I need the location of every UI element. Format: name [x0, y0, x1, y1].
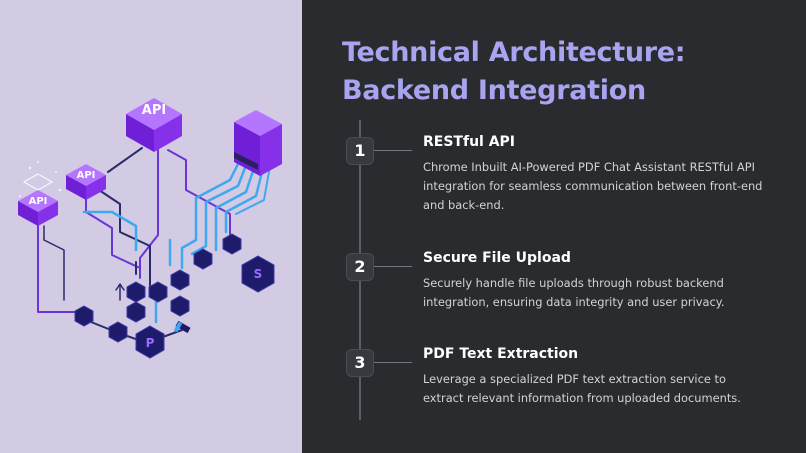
- connection-line: [167, 149, 231, 241]
- connection-line: [180, 158, 242, 270]
- step-connector: [374, 266, 412, 267]
- network-diagram: API API API: [18, 98, 282, 359]
- node-p-label: P: [146, 336, 155, 350]
- connection-line: [82, 210, 138, 252]
- step-description: Securely handle file uploads through rob…: [423, 276, 725, 309]
- slide-title: Technical Architecture: Backend Integrat…: [342, 34, 782, 110]
- step-number-badge: 1: [346, 137, 374, 165]
- connection-line: [37, 224, 79, 313]
- api-cube-medium: [66, 164, 106, 200]
- connection-line: [190, 158, 250, 256]
- step-connector: [374, 150, 412, 151]
- connection-line: [107, 147, 143, 173]
- api-label: API: [142, 103, 166, 118]
- architecture-illustration: API API API: [0, 0, 302, 453]
- connection-line: [235, 165, 271, 215]
- api-cube-small: [18, 173, 58, 226]
- step-title: Secure File Upload: [423, 250, 571, 266]
- sparkle-icon: [19, 161, 62, 197]
- step-connector: [374, 362, 412, 363]
- step-description: Leverage a specialized PDF text extracti…: [423, 372, 741, 405]
- step-title: RESTful API: [423, 134, 516, 150]
- connection-line: [85, 189, 141, 269]
- connection-line: [224, 162, 266, 234]
- title-line-2: Backend Integration: [342, 75, 646, 106]
- node-s: [241, 255, 275, 293]
- content-panel: Technical Architecture: Backend Integrat…: [302, 0, 806, 453]
- step-title: PDF Text Extraction: [423, 346, 579, 362]
- node-p: [135, 325, 165, 359]
- server-icon: [234, 110, 282, 176]
- title-line-1: Technical Architecture:: [342, 37, 686, 68]
- link-segment: [173, 320, 191, 334]
- arrow-icon: [115, 283, 125, 301]
- api-label: API: [29, 196, 48, 207]
- hex-node: [74, 233, 242, 343]
- node-s-label: S: [254, 267, 263, 281]
- api-cube-large: [126, 98, 182, 152]
- api-label: API: [77, 170, 96, 181]
- connection-line: [214, 160, 258, 252]
- step-number-badge: 3: [346, 349, 374, 377]
- connection-line: [43, 225, 65, 301]
- step-description: Chrome Inbuilt AI-Powered PDF Chat Assis…: [423, 160, 763, 212]
- connection-line: [95, 187, 151, 291]
- step-number-badge: 2: [346, 253, 374, 281]
